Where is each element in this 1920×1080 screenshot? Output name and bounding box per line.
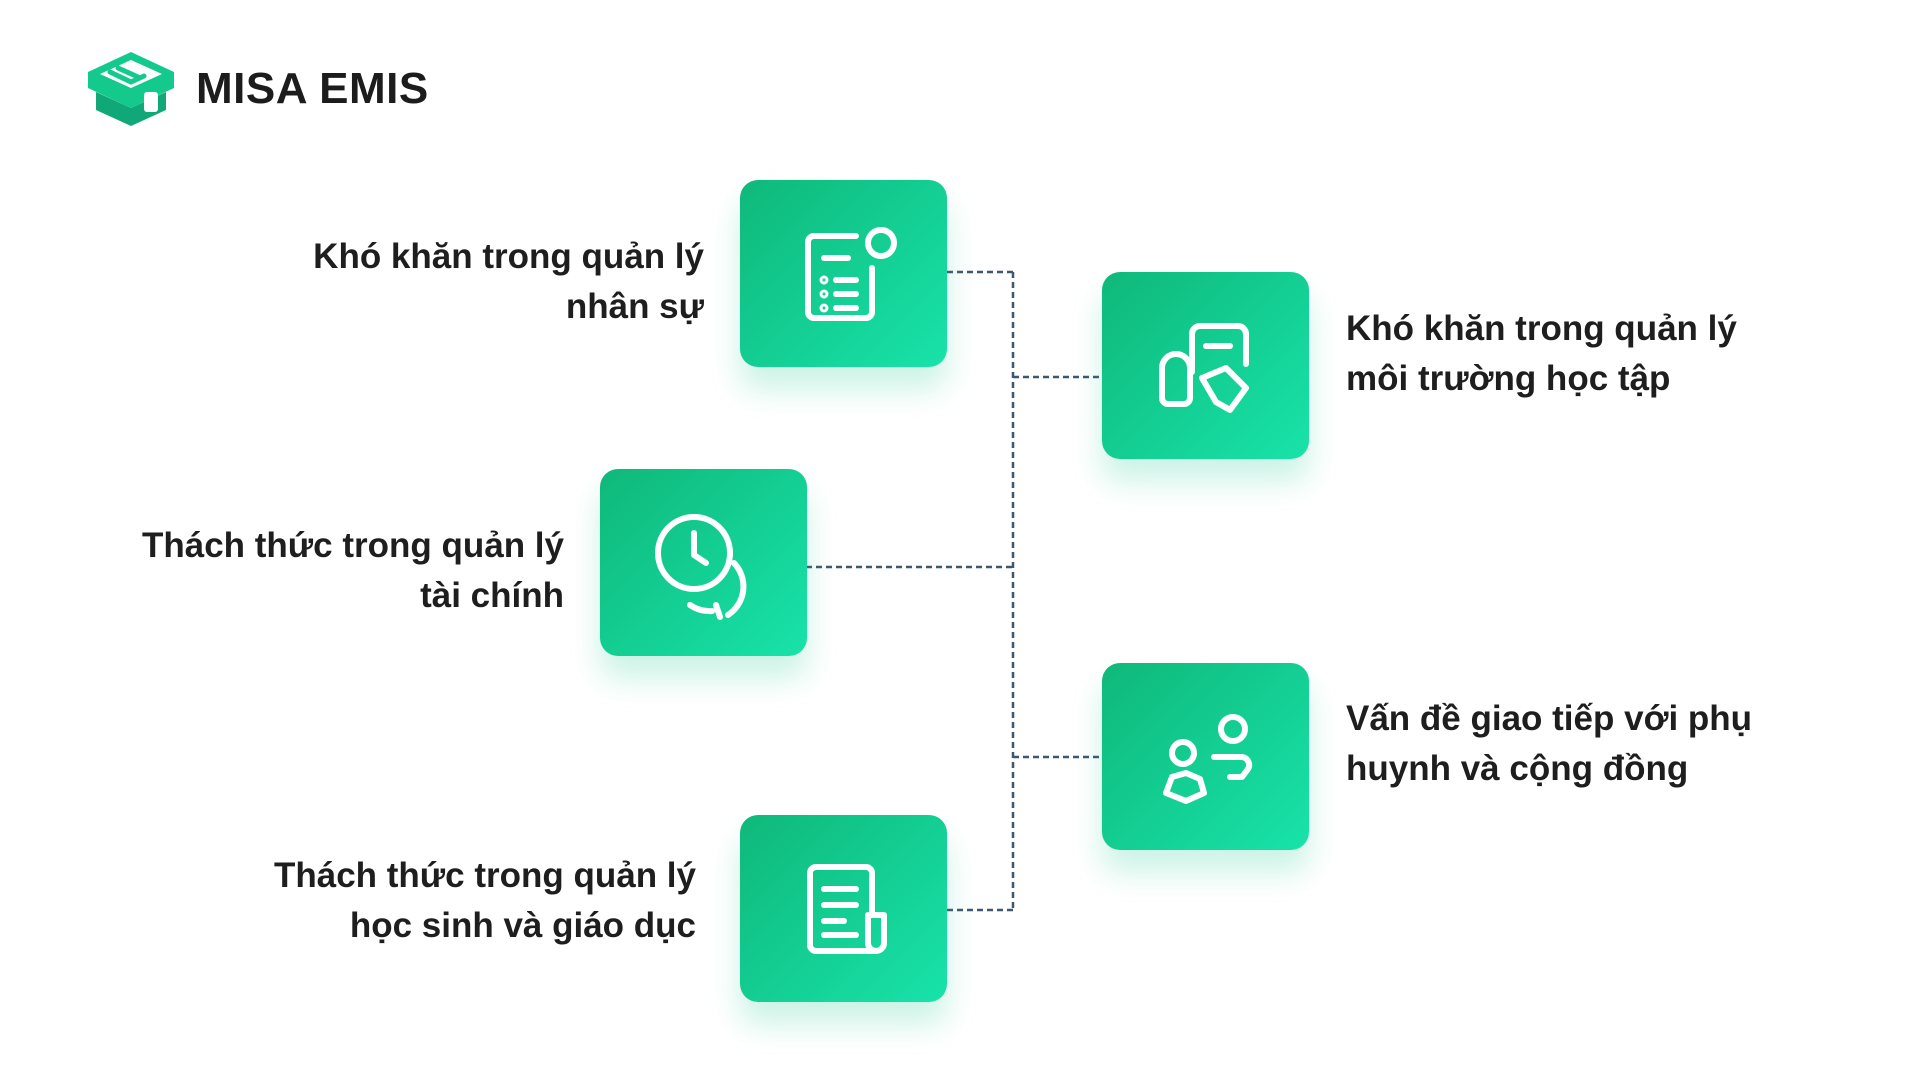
clock-cycle-icon [654, 513, 746, 620]
card-environment [1102, 272, 1309, 459]
label-students: Thách thức trong quản lý học sinh và giá… [273, 856, 696, 945]
document-scroll-icon [806, 863, 887, 954]
people-community-icon [1162, 713, 1252, 804]
label-hr: Khó khăn trong quản lý nhân sự [313, 237, 704, 326]
brand-logo: MISA EMIS [82, 48, 429, 130]
card-communication [1102, 663, 1309, 850]
card-finance [600, 469, 807, 656]
label-finance: Thách thức trong quản lý tài chính [141, 526, 564, 615]
card-hr [740, 180, 947, 367]
tools-tag-icon [1158, 322, 1249, 413]
card-students [740, 815, 947, 1002]
brand-name: MISA EMIS [196, 64, 429, 113]
task-list-icon [804, 226, 897, 321]
label-communication: Vấn đề giao tiếp với phụ huynh và cộng đ… [1346, 699, 1753, 788]
misa-emis-logo-icon [88, 52, 174, 126]
label-environment: Khó khăn trong quản lý môi trường học tậ… [1346, 309, 1737, 398]
